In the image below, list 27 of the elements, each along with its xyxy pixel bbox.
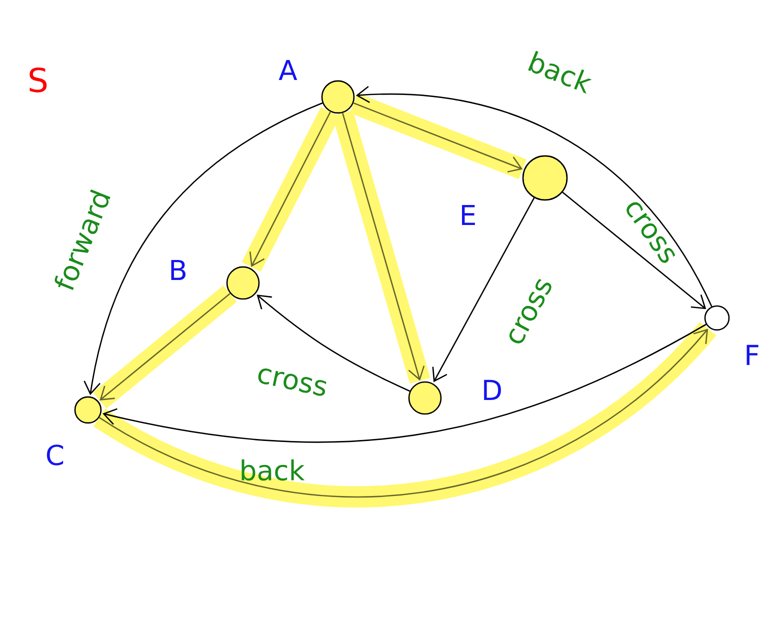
arrow bbox=[432, 198, 535, 382]
arrow bbox=[350, 93, 527, 180]
edge-label: back bbox=[528, 50, 592, 94]
arrow bbox=[356, 86, 712, 307]
node-circle bbox=[408, 381, 442, 415]
node-circle bbox=[321, 80, 355, 114]
node-circle bbox=[226, 266, 260, 300]
node-circle bbox=[74, 396, 102, 424]
arrow bbox=[562, 192, 706, 310]
node-letter: E bbox=[462, 204, 475, 226]
arrow bbox=[102, 324, 706, 443]
node-circle bbox=[522, 155, 568, 201]
arrow bbox=[332, 110, 430, 384]
arrow bbox=[94, 322, 716, 508]
arrow bbox=[256, 294, 410, 392]
node-letter: B bbox=[171, 260, 186, 280]
arrow bbox=[84, 102, 323, 396]
node-letter: C bbox=[46, 444, 64, 466]
edge-label: back bbox=[242, 459, 305, 481]
node-circle bbox=[704, 305, 730, 331]
node-letter: A bbox=[278, 60, 298, 80]
edge-label: cross bbox=[258, 368, 326, 396]
node-letter: D bbox=[484, 380, 501, 400]
start-label: S bbox=[30, 68, 47, 92]
edge-label: cross bbox=[509, 278, 552, 344]
node-letter: F bbox=[746, 344, 758, 366]
arrow bbox=[92, 285, 237, 409]
